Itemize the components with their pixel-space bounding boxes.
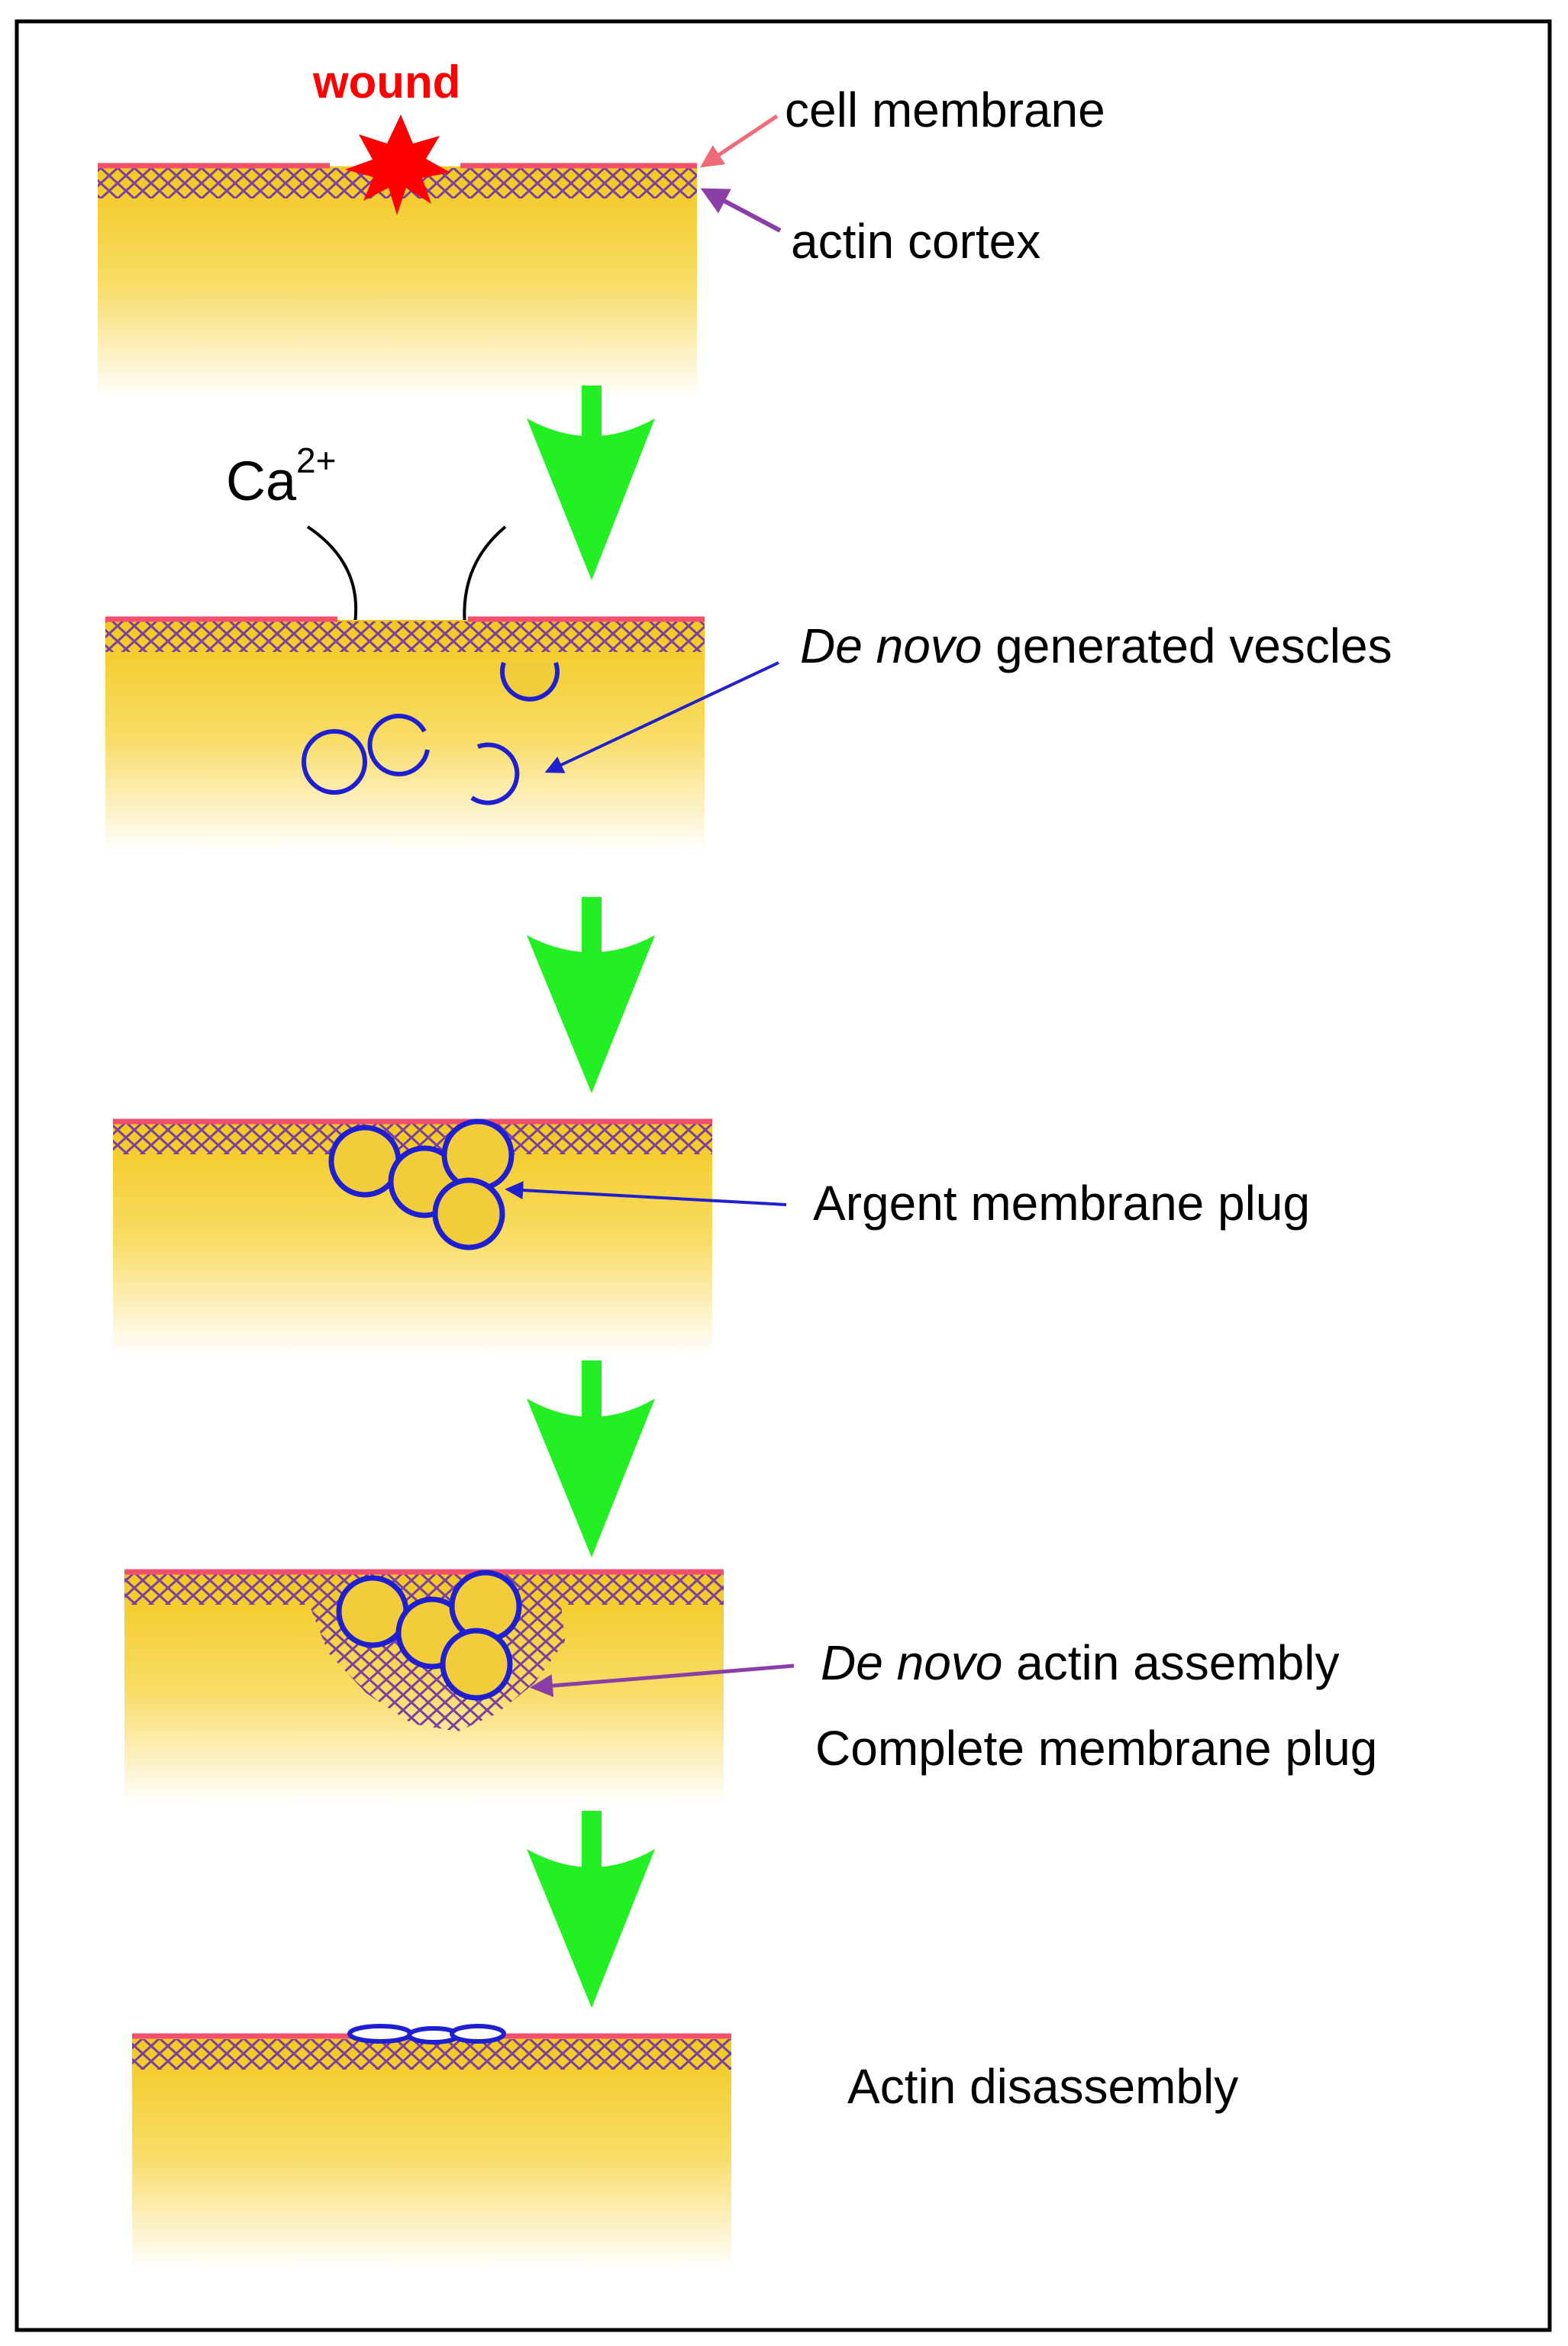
plug-vesicle xyxy=(440,1628,513,1701)
vesicle-forming xyxy=(500,662,560,702)
resealed-vesicle xyxy=(347,2024,413,2044)
plug-vesicle xyxy=(441,1118,515,1192)
vesicle xyxy=(302,729,367,795)
wound-burst-icon xyxy=(345,115,450,215)
vesicle-forming xyxy=(470,742,520,805)
actin-disassembly-label: Actin disassembly xyxy=(847,2059,1238,2114)
actin-assembly-pointer xyxy=(530,1663,795,1697)
stage-1-wounded-cell: wound xyxy=(98,56,697,399)
stage-5-actin-disassembly xyxy=(132,2024,731,2270)
step-arrow-3 xyxy=(527,1360,655,1557)
step-arrow-2 xyxy=(527,897,655,1093)
stage-3-argent-plug xyxy=(113,1118,712,1355)
cell-membrane-pointer xyxy=(700,114,779,168)
actin-cortex-label: actin cortex xyxy=(791,214,1040,269)
step-arrow-1 xyxy=(527,386,655,580)
step-arrow-4 xyxy=(527,1811,655,2008)
calcium-ion-label: Ca2+ xyxy=(226,440,337,512)
resealed-vesicle xyxy=(450,2024,506,2044)
actin-cortex-pointer xyxy=(700,188,782,233)
vesicles-label: De novo generated vescles xyxy=(800,618,1392,673)
cell-body xyxy=(132,2037,731,2270)
cell-body xyxy=(105,620,705,853)
complete-plug-label: Complete membrane plug xyxy=(815,1721,1377,1776)
vesicle-forming xyxy=(367,713,430,776)
argent-plug-label: Argent membrane plug xyxy=(813,1176,1310,1231)
actin-cortex-layer xyxy=(105,621,705,652)
plug-vesicle xyxy=(432,1177,505,1250)
stage-2-vesicle-generation xyxy=(105,616,705,853)
stage-4-actin-assembly xyxy=(124,1569,724,1805)
cell-membrane-label: cell membrane xyxy=(785,82,1105,137)
actin-assembly-label: De novo actin assembly xyxy=(821,1635,1339,1690)
figure-frame xyxy=(15,19,1552,2332)
vesicles-pointer xyxy=(544,661,779,773)
wound-label: wound xyxy=(312,56,460,108)
argent-plug-pointer xyxy=(505,1181,787,1206)
